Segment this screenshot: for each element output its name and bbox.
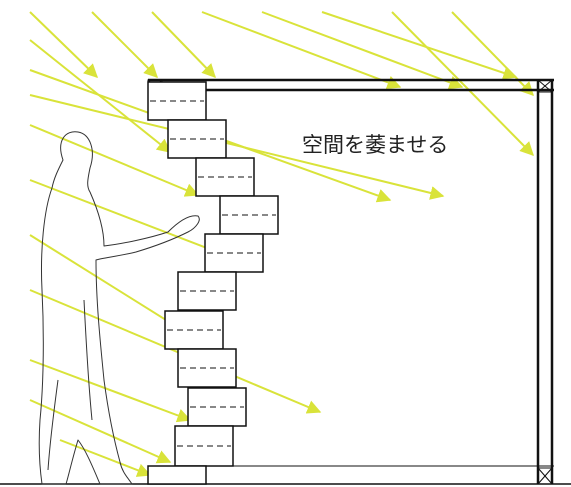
sunlight-ray bbox=[29, 359, 192, 423]
building-frame bbox=[0, 78, 571, 485]
wall-block bbox=[195, 157, 255, 197]
sunlight-ray bbox=[29, 179, 240, 263]
corner-joint bbox=[537, 467, 553, 485]
sunlight-rays bbox=[29, 11, 534, 477]
wall-block bbox=[219, 195, 279, 235]
sunlight-ray bbox=[29, 124, 200, 197]
wall-block bbox=[187, 387, 247, 427]
sunlight-ray bbox=[59, 439, 152, 477]
sunlight-ray bbox=[451, 11, 534, 97]
sunlight-ray bbox=[29, 11, 99, 78]
wall-block bbox=[164, 310, 224, 350]
sunlight-ray bbox=[29, 289, 322, 414]
wall-block bbox=[177, 348, 237, 388]
sunlight-ray bbox=[151, 11, 216, 79]
sunlight-ray bbox=[261, 11, 464, 90]
block-wall bbox=[147, 81, 279, 485]
sunlight-ray bbox=[29, 399, 172, 464]
sunlight-ray bbox=[201, 11, 402, 90]
sunlight-ray bbox=[29, 94, 445, 200]
diagram-label: 空間を萎ませる bbox=[302, 133, 448, 157]
corner-joint bbox=[537, 79, 553, 93]
wall-block bbox=[204, 233, 264, 273]
sunlight-ray bbox=[321, 11, 518, 80]
sunlight-ray bbox=[91, 11, 158, 78]
wall-block bbox=[177, 271, 237, 311]
wall-block bbox=[147, 81, 207, 121]
wall-block bbox=[167, 119, 227, 159]
wall-block bbox=[147, 465, 207, 485]
person-figure-icon bbox=[38, 131, 200, 485]
wall-block bbox=[174, 425, 234, 467]
sunlight-ray bbox=[391, 11, 534, 156]
